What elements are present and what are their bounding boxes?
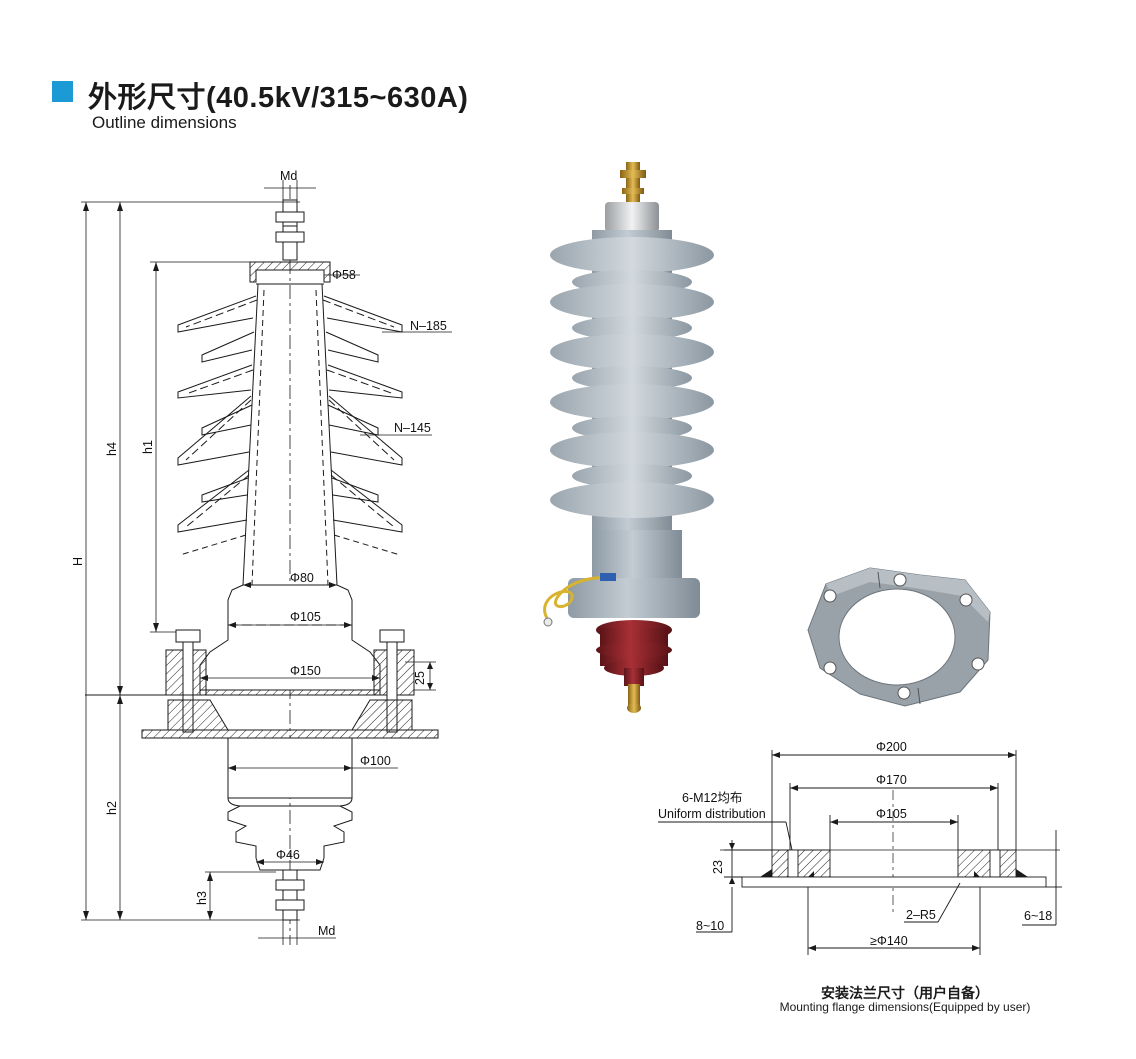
- label-holes-cn: 6-M12均布: [682, 791, 742, 805]
- label-h3: h3: [195, 891, 209, 905]
- bottom-stud: [282, 869, 298, 921]
- label-h2: h2: [105, 801, 119, 815]
- flange-caption-cn: 安装法兰尺寸（用户自备）: [821, 985, 989, 1001]
- flange-right-half: [957, 849, 1017, 878]
- label-n185: N–185: [410, 319, 447, 333]
- label-23: 23: [711, 860, 725, 874]
- label-phi140: ≥Φ140: [870, 934, 908, 948]
- label-6-18: 6~18: [1024, 909, 1052, 923]
- ground-wire: [543, 576, 613, 621]
- label-25: 25: [413, 671, 427, 685]
- label-h1: h1: [141, 440, 155, 454]
- mount-plate: [141, 729, 439, 739]
- label-phi105-flange: Φ105: [876, 807, 907, 821]
- base-flange: [568, 578, 700, 618]
- arrester-illustration: [543, 162, 714, 713]
- label-phi100: Φ100: [360, 754, 391, 768]
- flange-ring-illustration: [807, 567, 991, 707]
- label-phi46: Φ46: [276, 848, 300, 862]
- terminal-bolt: [626, 162, 640, 204]
- top-nut: [275, 211, 305, 223]
- label-h: H: [71, 557, 85, 566]
- flange-section: [658, 750, 1062, 955]
- outline-drawing: [81, 180, 452, 945]
- base-collar: [592, 530, 682, 580]
- lower-sheds: [227, 805, 353, 858]
- flange-left-half: [771, 849, 831, 878]
- label-phi105: Φ105: [290, 610, 321, 624]
- metal-cap: [605, 202, 659, 232]
- page-title: 外形尺寸(40.5kV/315~630A): [88, 82, 469, 114]
- bottom-terminal: [628, 684, 640, 706]
- label-n145: N–145: [394, 421, 431, 435]
- label-md-top: Md: [280, 169, 297, 183]
- label-phi58: Φ58: [332, 268, 356, 282]
- top-nut-2: [275, 231, 305, 243]
- label-phi150: Φ150: [290, 664, 321, 678]
- flange-base-plate: [741, 876, 1047, 888]
- flange-hole: [838, 588, 956, 686]
- top-stud: [282, 199, 298, 261]
- drawing-labels: Md Φ58 N–185 N–145 H h4 h1 Φ80 Φ105 Φ150…: [71, 169, 447, 938]
- title-square-icon: [52, 81, 73, 102]
- label-8-10: 8~10: [696, 919, 724, 933]
- label-phi200: Φ200: [876, 740, 907, 754]
- top-cap: [249, 261, 331, 283]
- arrowheads: [83, 202, 433, 920]
- page-subtitle: Outline dimensions: [92, 113, 237, 132]
- label-phi170: Φ170: [876, 773, 907, 787]
- dimension-lines: [81, 180, 452, 945]
- label-holes-en: Uniform distribution: [658, 807, 766, 821]
- flange-caption-en: Mounting flange dimensions(Equipped by u…: [779, 1000, 1031, 1014]
- label-h4: h4: [105, 442, 119, 456]
- label-r5: 2–R5: [906, 908, 936, 922]
- sheds: [177, 295, 403, 556]
- label-md-bottom: Md: [318, 924, 335, 938]
- flange-labels: Φ200 Φ170 Φ105 6-M12均布 Uniform distribut…: [658, 740, 1052, 948]
- label-phi80: Φ80: [290, 571, 314, 585]
- illustration-sheds: [550, 237, 714, 518]
